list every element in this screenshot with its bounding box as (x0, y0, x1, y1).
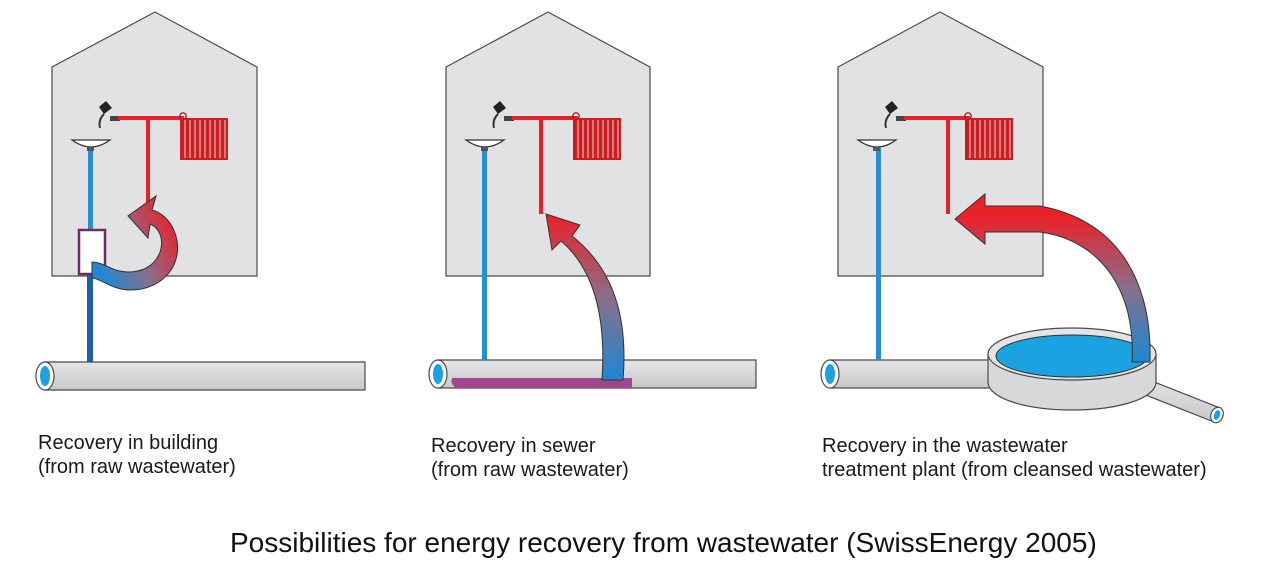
caption-line: Recovery in the wastewater (822, 435, 1068, 457)
radiator-icon (964, 112, 1013, 160)
caption-line: treatment plant (from cleansed wastewate… (822, 459, 1207, 481)
tap-icon (884, 101, 906, 129)
basin-water (995, 334, 1149, 378)
caption-sewer: Recovery in sewer (from raw wastewater) (431, 434, 629, 482)
panel-treatment-plant (820, 11, 1224, 424)
panel-building (35, 11, 366, 391)
sewer-pipe (44, 361, 366, 391)
caption-line: (from raw wastewater) (38, 456, 236, 478)
recovery-arrow-sewer (545, 213, 625, 381)
caption-treatment-plant: Recovery in the wastewater treatment pla… (822, 434, 1207, 482)
sink-icon (464, 139, 506, 151)
panel-sewer (428, 11, 757, 389)
drain-pipe (876, 148, 881, 360)
hot-water-pipe (904, 116, 970, 120)
figure-title: Possibilities for energy recovery from w… (230, 527, 1097, 558)
drain-pipe (482, 148, 487, 360)
tap-icon (492, 101, 514, 129)
caption-building: Recovery in building (from raw wastewate… (38, 431, 236, 479)
house (51, 11, 258, 277)
hot-water-pipe (118, 116, 184, 120)
heat-exchanger (451, 378, 632, 388)
sewer-pipe (829, 359, 996, 389)
caption-line: (from raw wastewater) (431, 459, 629, 481)
sink-icon (856, 139, 898, 151)
caption-line: Recovery in building (38, 432, 219, 454)
sink-icon (70, 139, 112, 151)
caption-line: Recovery in sewer (431, 435, 596, 457)
hot-water-pipe (512, 116, 578, 120)
radiator-icon (572, 112, 621, 160)
treatment-basin (987, 327, 1157, 411)
drain-pipe (88, 148, 93, 230)
house (445, 11, 651, 277)
recovery-arrow-treatment-plant (954, 192, 1151, 363)
tap-icon (98, 101, 120, 129)
radiator-icon (179, 112, 228, 160)
